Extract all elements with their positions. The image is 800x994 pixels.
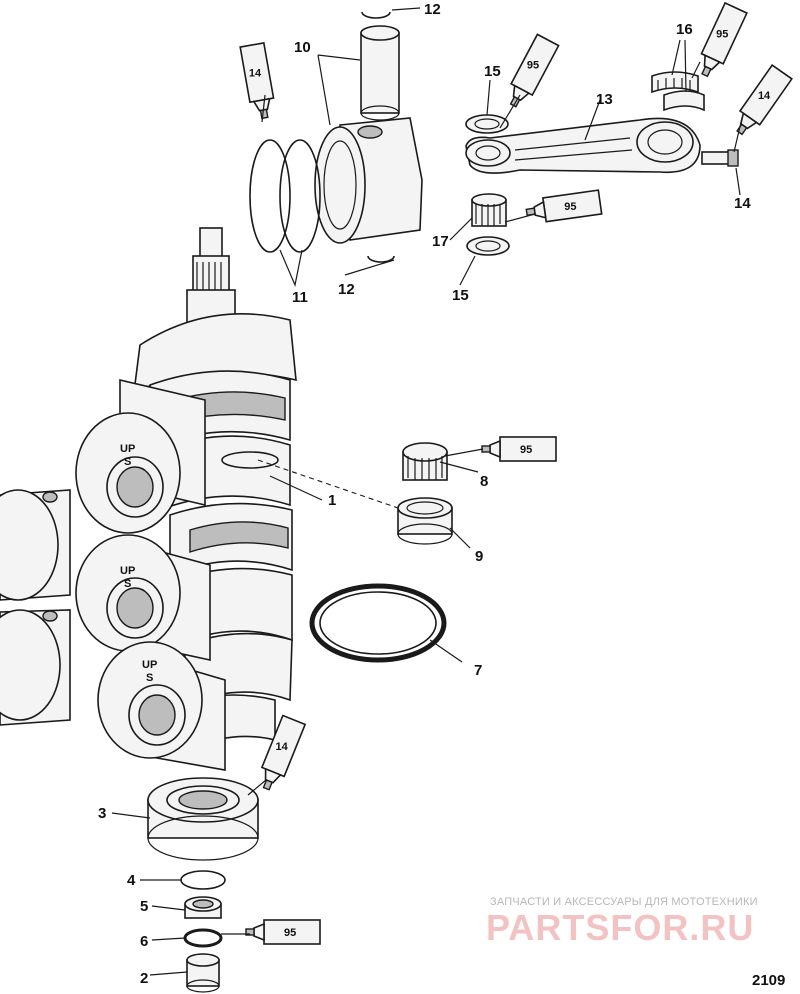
piston-assembly-upper: UP S — [75, 378, 206, 534]
piston-rings — [249, 139, 321, 253]
callout-17: 17 — [432, 233, 449, 250]
roller-bearing — [402, 442, 448, 481]
svg-text:95: 95 — [527, 60, 539, 72]
piston-assembly-left-bottom — [0, 609, 71, 726]
watermark-logo: PARTSFOR.RU — [486, 907, 755, 948]
piston-ups-mark: UP — [120, 443, 135, 455]
ball-bearing — [147, 777, 259, 861]
connecting-rod — [465, 117, 701, 174]
lubricant-tube-95-bearing: 95 — [481, 436, 557, 462]
svg-text:S: S — [146, 672, 153, 684]
callout-2: 2 — [140, 970, 148, 987]
callout-numbers: 1 2 3 4 5 6 7 8 9 10 11 12 12 13 14 14 1… — [98, 1, 751, 987]
svg-text:95: 95 — [520, 444, 532, 456]
callout-4: 4 — [127, 872, 136, 889]
lubricant-tube-14-bottom: 14 — [260, 714, 307, 791]
callout-10: 10 — [294, 39, 311, 56]
svg-text:UP: UP — [142, 659, 157, 671]
callout-12-lower: 12 — [338, 281, 355, 298]
callout-15-lower: 15 — [452, 287, 469, 304]
svg-text:S: S — [124, 456, 131, 468]
piston-assembly-left-top — [0, 489, 71, 601]
callout-9: 9 — [475, 548, 483, 565]
svg-text:14: 14 — [758, 90, 771, 102]
oil-seal — [184, 896, 222, 919]
callout-14-right: 14 — [734, 195, 751, 212]
svg-text:14: 14 — [276, 741, 289, 753]
callout-5: 5 — [140, 898, 148, 915]
svg-text:95: 95 — [716, 28, 728, 40]
needle-bearing-small — [471, 193, 507, 227]
svg-text:14: 14 — [249, 68, 262, 80]
leader-lines — [111, 7, 743, 976]
callout-1: 1 — [328, 492, 336, 509]
lubricant-tube-95-bottom: 95 — [245, 919, 321, 945]
svg-text:95: 95 — [284, 927, 296, 939]
callout-12-top: 12 — [424, 1, 441, 18]
lubricant-tube-95-top: 95 — [509, 33, 560, 108]
callout-6: 6 — [140, 933, 148, 950]
callout-13: 13 — [596, 91, 613, 108]
svg-text:95: 95 — [564, 201, 576, 213]
svg-text:UP: UP — [120, 565, 135, 577]
callout-11: 11 — [292, 289, 308, 306]
svg-text:S: S — [124, 578, 131, 590]
piston — [314, 117, 423, 244]
bearing-race — [397, 497, 453, 545]
piston-assembly-lower: UP S — [97, 641, 226, 771]
lubricant-tube-14-top-left: 14 — [239, 41, 275, 120]
lubricant-tube-95-rod: 95 — [525, 189, 603, 223]
o-ring — [183, 928, 223, 948]
callout-16: 16 — [676, 21, 693, 38]
callout-8: 8 — [480, 473, 488, 490]
callout-7: 7 — [474, 662, 482, 679]
sealing-ring — [309, 583, 447, 663]
watermark-caption: ЗАПЧАСТИ И АКСЕССУАРЫ ДЛЯ МОТОТЕХНИКИ — [490, 896, 758, 908]
lubricant-tube-95-top-right: 95 — [700, 1, 748, 78]
figure-id: 2109 — [752, 972, 786, 989]
piston-pin-retainer-clips — [361, 11, 395, 263]
lubricant-tube-14-right: 14 — [736, 64, 793, 136]
piston-pin — [360, 25, 400, 121]
sleeve — [186, 953, 220, 993]
callout-3: 3 — [98, 805, 106, 822]
piston-assembly-middle: UP S — [75, 534, 211, 661]
needle-bearing-halves — [651, 71, 705, 112]
callout-15-top: 15 — [484, 63, 501, 80]
retaining-ring — [180, 870, 226, 890]
connecting-rod-bolt — [701, 149, 739, 167]
